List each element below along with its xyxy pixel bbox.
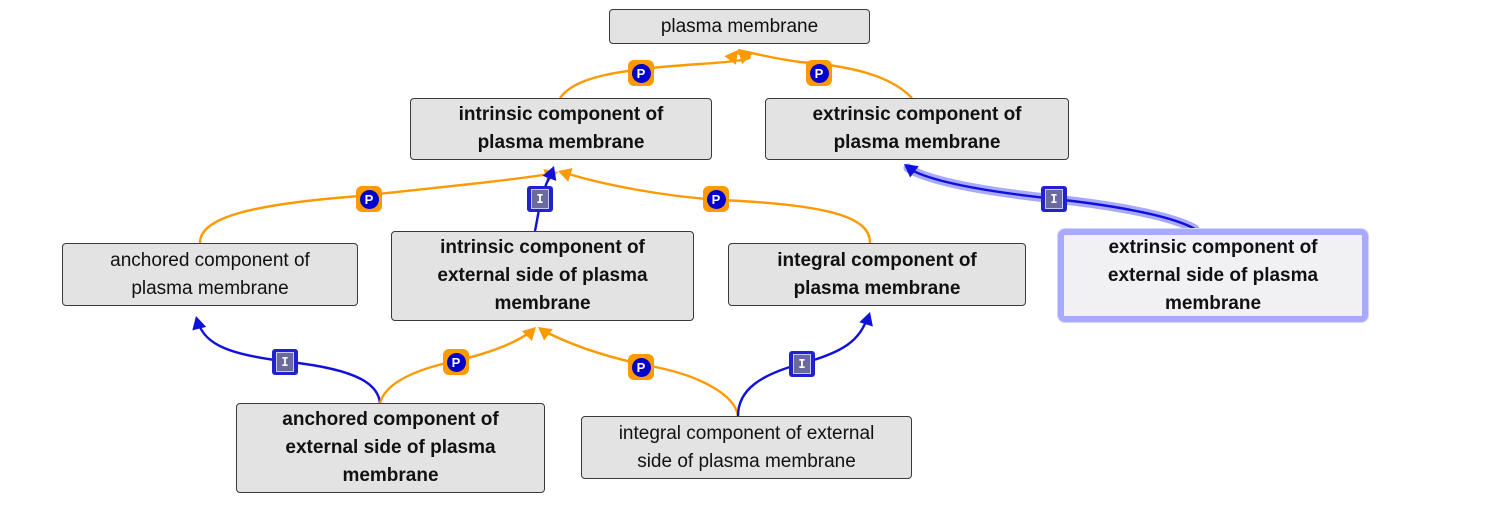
badge-letter: P bbox=[631, 63, 651, 83]
badge-letter: P bbox=[706, 189, 726, 209]
edge-line bbox=[559, 50, 751, 99]
term-label: extrinsic component of plasma membrane bbox=[812, 101, 1021, 157]
term-label: integral component of external side of pl… bbox=[619, 420, 875, 476]
term-label-line: anchored component of bbox=[110, 249, 310, 271]
part-of-badge-icon[interactable]: P bbox=[443, 349, 469, 375]
arrowhead-icon bbox=[542, 166, 557, 181]
term-label: plasma membrane bbox=[661, 13, 818, 41]
badge-letter: P bbox=[809, 63, 829, 83]
badge-letter: I bbox=[276, 352, 294, 372]
term-label-line: anchored component of bbox=[282, 409, 499, 430]
term-node-extrinsic-pm[interactable]: extrinsic component of plasma membrane bbox=[765, 98, 1069, 160]
term-label-line: membrane bbox=[1164, 292, 1262, 314]
part-of-badge-icon[interactable]: P bbox=[356, 186, 382, 212]
term-node-intrinsic-pm[interactable]: intrinsic component of plasma membrane bbox=[410, 98, 712, 160]
term-label-line: intrinsic component of bbox=[440, 237, 645, 258]
term-node-extrinsic-ext[interactable]: extrinsic component of external side of p… bbox=[1058, 229, 1368, 322]
term-label: anchored component of plasma membrane bbox=[110, 247, 310, 303]
term-label-line: extrinsic component of bbox=[812, 104, 1022, 125]
arrowhead-icon bbox=[521, 327, 536, 342]
part-of-badge-icon[interactable]: P bbox=[628, 60, 654, 86]
badge-letter: I bbox=[1045, 189, 1063, 209]
badge-letter: I bbox=[531, 189, 549, 209]
badge-letter: P bbox=[631, 357, 651, 377]
term-node-integral-pm[interactable]: integral component of plasma membrane bbox=[728, 243, 1026, 306]
arrowhead-icon bbox=[859, 312, 873, 327]
term-label-line: plasma membrane bbox=[477, 132, 645, 153]
arrowhead-icon bbox=[724, 50, 738, 65]
term-node-anchored-ext[interactable]: anchored component of external side of pl… bbox=[236, 403, 545, 493]
term-label: anchored component of external side of pl… bbox=[282, 406, 498, 490]
term-node-plasma-membrane[interactable]: plasma membrane bbox=[609, 9, 870, 44]
term-label-line: external side of plasma bbox=[1107, 264, 1319, 286]
part-of-badge-icon[interactable]: P bbox=[806, 60, 832, 86]
badge-letter: I bbox=[793, 354, 811, 374]
term-node-anchored-pm[interactable]: anchored component of plasma membrane bbox=[62, 243, 358, 306]
arrowhead-icon bbox=[538, 327, 553, 341]
term-label-line: integral component of bbox=[777, 249, 977, 271]
term-label-line: extrinsic component of bbox=[1108, 236, 1318, 258]
term-label: integral component of plasma membrane bbox=[777, 247, 977, 303]
term-label-line: plasma membrane bbox=[660, 15, 819, 37]
term-label-line: intrinsic component of bbox=[458, 104, 664, 125]
term-label-line: plasma membrane bbox=[793, 277, 961, 299]
term-label-line: external side of plasma bbox=[437, 265, 648, 286]
term-node-intrinsic-ext[interactable]: intrinsic component of external side of p… bbox=[391, 231, 694, 321]
arrowhead-icon bbox=[558, 168, 573, 182]
is-a-badge-icon[interactable]: I bbox=[789, 351, 815, 377]
term-label-line: integral component of external bbox=[618, 422, 875, 444]
arrowhead-icon bbox=[904, 164, 919, 178]
term-label-line: membrane bbox=[494, 293, 591, 314]
term-label-line: plasma membrane bbox=[833, 132, 1001, 153]
term-node-integral-ext[interactable]: integral component of external side of pl… bbox=[581, 416, 912, 479]
badge-letter: P bbox=[446, 352, 466, 372]
arrowhead-icon bbox=[738, 50, 753, 65]
term-label-line: side of plasma membrane bbox=[637, 450, 856, 472]
arrowhead-icon bbox=[192, 316, 207, 331]
part-of-badge-icon[interactable]: P bbox=[628, 354, 654, 380]
is-a-badge-icon[interactable]: I bbox=[272, 349, 298, 375]
term-label-line: plasma membrane bbox=[131, 277, 289, 299]
term-label: intrinsic component of plasma membrane bbox=[459, 101, 664, 157]
is-a-badge-icon[interactable]: I bbox=[527, 186, 553, 212]
term-label-line: external side of plasma bbox=[285, 437, 496, 458]
is-a-badge-icon[interactable]: I bbox=[1041, 186, 1067, 212]
edge-part-of-intrinsic_pm-to-plasma_membrane[interactable] bbox=[559, 50, 751, 99]
term-label-line: membrane bbox=[342, 465, 439, 486]
badge-letter: P bbox=[359, 189, 379, 209]
term-label: extrinsic component of external side of p… bbox=[1108, 234, 1318, 318]
term-label: intrinsic component of external side of p… bbox=[437, 234, 647, 318]
part-of-badge-icon[interactable]: P bbox=[703, 186, 729, 212]
